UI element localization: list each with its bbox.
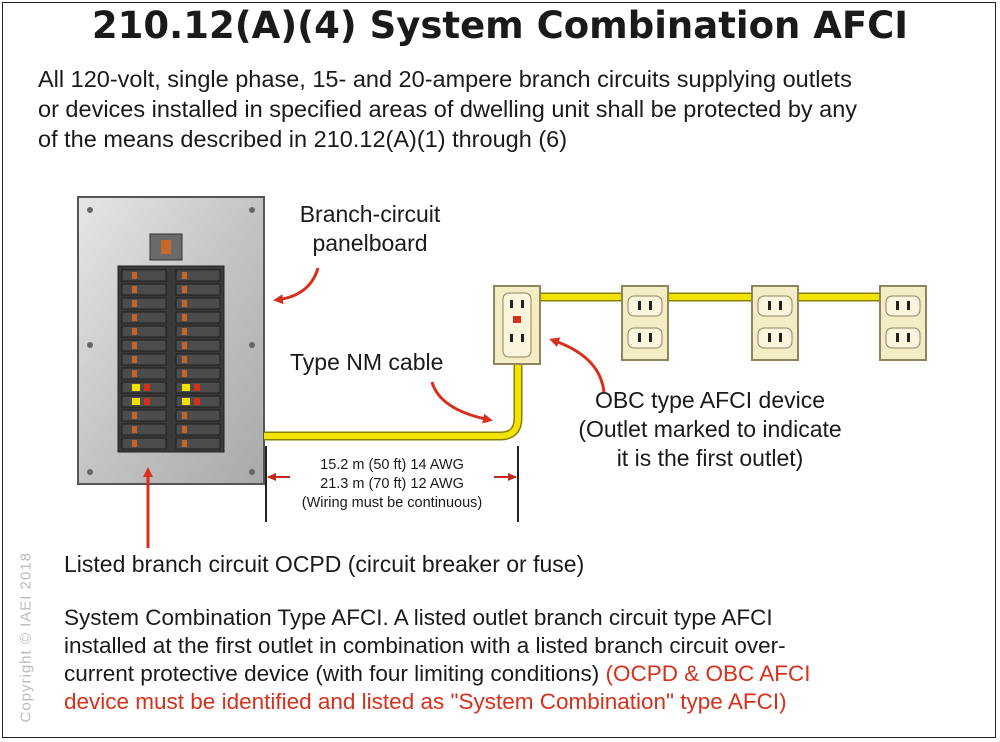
description-text: System Combination Type AFCI. A listed o…	[64, 604, 984, 716]
intro-line: of the means described in 210.12(A)(1) t…	[38, 126, 568, 152]
breaker-handle	[182, 412, 187, 419]
breaker	[175, 437, 221, 450]
description-line: System Combination Type AFCI. A listed o…	[64, 605, 773, 630]
afci-arrow	[549, 337, 606, 393]
breaker-handle	[132, 328, 137, 335]
afci-label-line: (Outlet marked to indicate	[578, 416, 842, 442]
breaker-handle	[132, 356, 137, 363]
outlet-4	[879, 285, 927, 361]
breaker-handle	[182, 328, 187, 335]
outlet-2	[621, 285, 669, 361]
breaker	[121, 325, 167, 338]
breaker	[121, 269, 167, 282]
breaker-handle	[132, 272, 137, 279]
breaker	[121, 353, 167, 366]
outlet-3	[751, 285, 799, 361]
breaker-handle	[132, 426, 137, 433]
wiring-spec: 15.2 m (50 ft) 14 AWG 21.3 m (70 ft) 12 …	[274, 456, 510, 513]
breaker-handle	[182, 426, 187, 433]
breaker	[121, 409, 167, 422]
breaker	[175, 423, 221, 436]
breaker	[175, 367, 221, 380]
afci-breaker-handle	[182, 384, 190, 391]
intro-line: All 120-volt, single phase, 15- and 20-a…	[38, 66, 852, 92]
afci-label-line: OBC type AFCI device	[594, 387, 826, 413]
breaker-indicator	[194, 398, 200, 405]
length-dimension	[265, 446, 519, 522]
breaker-handle	[182, 356, 187, 363]
breaker-handle	[182, 440, 187, 447]
breaker	[175, 297, 221, 310]
breaker	[175, 325, 221, 338]
copyright-notice: Copyright © IAEI 2018	[17, 552, 35, 723]
description-text-black: current protective device (with four lim…	[64, 661, 606, 686]
breaker	[121, 423, 167, 436]
breaker	[121, 311, 167, 324]
intro-text: All 120-volt, single phase, 15- and 20-a…	[38, 64, 988, 154]
afci-label-line: it is the first outlet)	[616, 445, 804, 471]
afci-outlet	[493, 285, 541, 365]
breaker-handle	[132, 286, 137, 293]
panelboard-arrow	[273, 267, 320, 305]
breaker	[175, 409, 221, 422]
afci-breaker-handle	[132, 398, 140, 405]
description-line-red: device must be identified and listed as …	[64, 689, 787, 714]
breaker-handle	[182, 272, 187, 279]
breaker-indicator	[194, 384, 200, 391]
panelboard-label: Branch-circuit panelboard	[270, 200, 470, 258]
breaker	[121, 367, 167, 380]
breaker-handle	[182, 314, 187, 321]
wiring-spec-line: 21.3 m (70 ft) 12 AWG	[320, 476, 464, 492]
breaker	[175, 283, 221, 296]
breaker-handle	[182, 342, 187, 349]
panelboard	[77, 196, 265, 485]
panelboard-label-line: panelboard	[312, 230, 428, 256]
breaker-indicator	[144, 398, 150, 405]
description-line: current protective device (with four lim…	[64, 660, 984, 688]
breaker-handle	[132, 440, 137, 447]
description-line: installed at the first outlet in combina…	[64, 633, 786, 658]
breaker	[175, 269, 221, 282]
breaker-handle	[182, 300, 187, 307]
breaker-handle	[132, 370, 137, 377]
breaker-handle	[182, 286, 187, 293]
breaker	[175, 311, 221, 324]
breaker	[175, 339, 221, 352]
afci-breaker-handle	[182, 398, 190, 405]
afci-breaker-handle	[132, 384, 140, 391]
wiring-spec-line: 15.2 m (50 ft) 14 AWG	[320, 457, 464, 473]
breaker	[121, 339, 167, 352]
breaker	[121, 283, 167, 296]
breaker-rows	[121, 269, 221, 450]
wiring-spec-line: (Wiring must be continuous)	[301, 495, 483, 511]
breaker-handle	[132, 342, 137, 349]
ocpd-label: Listed branch circuit OCPD (circuit brea…	[64, 551, 585, 577]
description-text-red: (OCPD & OBC AFCI	[605, 661, 811, 686]
afci-label: OBC type AFCI device (Outlet marked to i…	[560, 386, 860, 473]
cable-label: Type NM cable	[290, 349, 444, 375]
breaker	[175, 353, 221, 366]
cable-arrow	[430, 381, 493, 424]
page-title: 210.12(A)(4) System Combination AFCI	[91, 4, 909, 47]
breaker-indicator	[144, 384, 150, 391]
intro-line: or devices installed in specified areas …	[38, 96, 858, 122]
breaker	[121, 437, 167, 450]
breaker-handle	[132, 300, 137, 307]
breaker	[121, 297, 167, 310]
breaker-handle	[182, 370, 187, 377]
breaker-handle	[132, 412, 137, 419]
breaker-handle	[132, 314, 137, 321]
panelboard-label-line: Branch-circuit	[299, 201, 441, 227]
